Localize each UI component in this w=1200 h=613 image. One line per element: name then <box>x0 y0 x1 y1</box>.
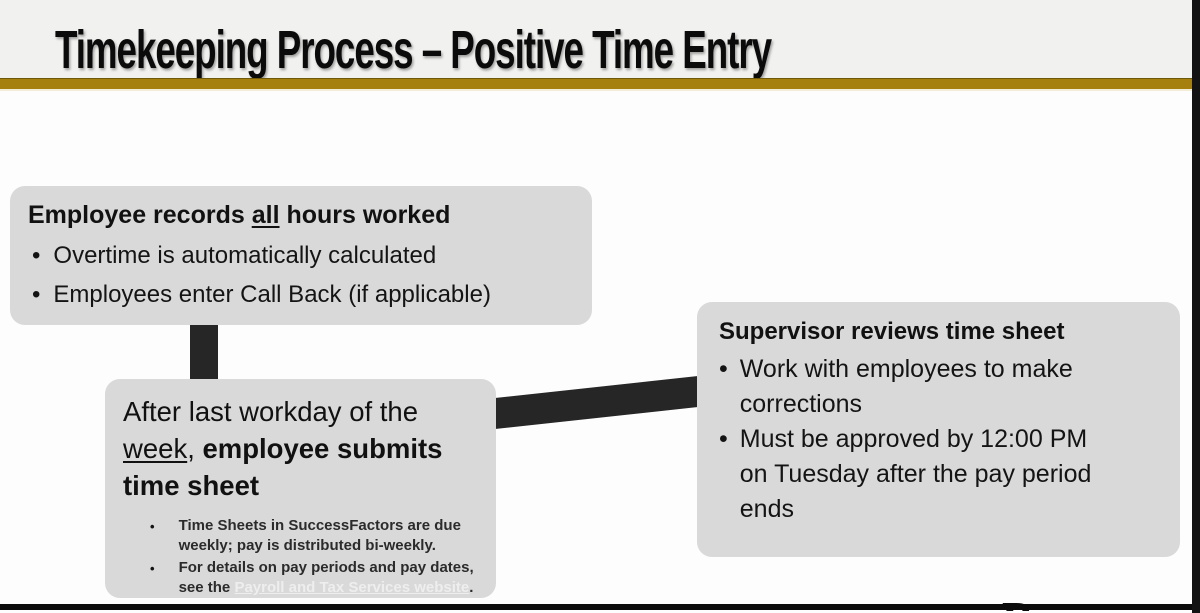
bottom-divider <box>0 604 1200 610</box>
heading-text: Employee records <box>28 201 252 229</box>
sub-bullet-text: Time Sheets in SuccessFactors are due we… <box>178 517 461 554</box>
heading-text: , <box>187 433 203 464</box>
sub-bullet-text: For details on pay periods and pay dates… <box>179 558 487 598</box>
bullet-icon: • <box>719 425 728 453</box>
sub-bullet-item: • Time Sheets in SuccessFactors are due … <box>150 516 496 556</box>
heading-line: time sheet <box>123 467 496 504</box>
bullet-text: Work with employees to make corrections <box>739 355 1073 418</box>
box-heading: After last workday of the week, employee… <box>105 379 496 504</box>
process-box-employee-records: Employee records all hours worked • Over… <box>10 186 592 325</box>
heading-underlined-word: week <box>123 433 188 464</box>
bullet-item: • Overtime is automatically calculated <box>32 236 592 275</box>
bullet-icon: • <box>32 281 41 308</box>
sub-bullet-text-suffix: . <box>469 579 474 596</box>
heading-bold-text: employee submits <box>202 433 443 464</box>
bullet-list: • Work with employees to make correction… <box>697 352 1180 527</box>
heading-text: After last workday of the <box>123 396 418 427</box>
box-heading: Supervisor reviews time sheet <box>719 318 1065 345</box>
bullet-item: • Work with employees to make correction… <box>719 352 1180 422</box>
gold-divider <box>0 78 1200 91</box>
bullet-icon: • <box>150 561 155 576</box>
bullet-list: • Overtime is automatically calculated •… <box>10 236 592 314</box>
bullet-icon: • <box>719 355 728 383</box>
bullet-icon: • <box>32 242 41 269</box>
sub-bullet-item: • For details on pay periods and pay dat… <box>150 558 496 598</box>
bullet-item: • Employees enter Call Back (if applicab… <box>32 275 592 314</box>
slide-title: Timekeeping Process – Positive Time Entr… <box>55 20 772 80</box>
title-band: Timekeeping Process – Positive Time Entr… <box>0 0 1200 78</box>
bullet-text: Overtime is automatically calculated <box>53 242 437 269</box>
heading-bold-text: time sheet <box>123 470 260 501</box>
connector-box2-to-box3 <box>495 376 698 429</box>
connector-box1-to-box2 <box>190 322 218 379</box>
bullet-item: • Must be approved by 12:00 PM on Tuesda… <box>719 422 1180 527</box>
heading-line: After last workday of the <box>123 393 496 430</box>
bullet-icon: • <box>150 519 155 534</box>
box-heading: Employee records all hours worked <box>10 186 592 236</box>
sub-bullet-list: • Time Sheets in SuccessFactors are due … <box>105 516 496 598</box>
process-box-supervisor-reviews: Supervisor reviews time sheet • Work wit… <box>697 302 1180 557</box>
heading-line: week, employee submits <box>123 430 496 467</box>
payroll-tax-services-link[interactable]: Payroll and Tax Services website <box>234 579 470 596</box>
bullet-text: Employees enter Call Back (if applicable… <box>53 281 491 308</box>
bullet-text: Must be approved by 12:00 PM on Tuesday … <box>739 425 1092 523</box>
right-edge-bar <box>1192 0 1200 613</box>
heading-underlined-word: all <box>251 201 280 229</box>
process-box-employee-submits: After last workday of the week, employee… <box>105 379 496 598</box>
heading-text: hours worked <box>279 201 451 229</box>
sub-bullet-text-lead: For details on pay periods and pay dates… <box>178 559 474 596</box>
